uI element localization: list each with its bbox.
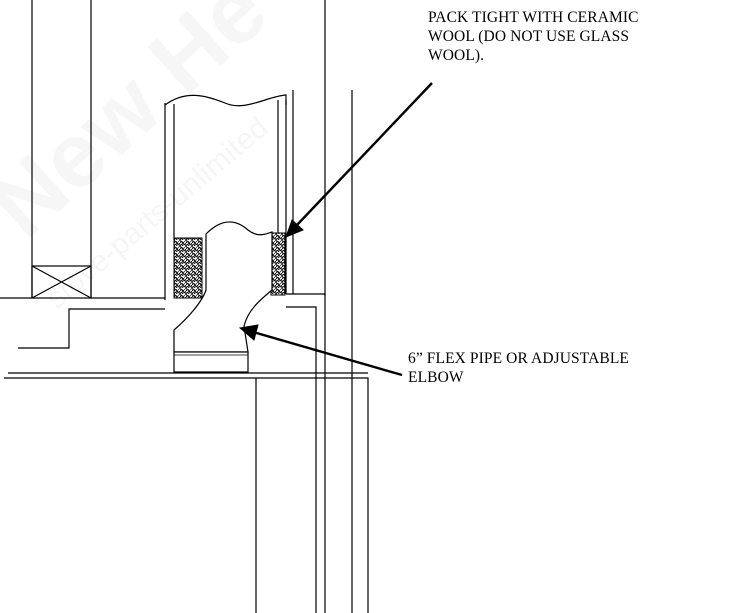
hearth-front <box>4 377 369 613</box>
pipe-top-wavy <box>164 94 287 107</box>
callout-flex-pipe-text: 6” FLEX PIPE OR ADJUSTABLE ELBOW <box>408 350 629 386</box>
arrow-flex-head <box>238 324 259 341</box>
flex-pipe-body <box>173 221 273 353</box>
arrow-packing-shaft <box>295 82 433 227</box>
stud-block <box>31 265 92 299</box>
step-line <box>18 308 165 349</box>
callout-packing-text: PACK TIGHT WITH CERAMIC WOOL (DO NOT USE… <box>428 9 639 64</box>
wool-packing-right <box>270 232 286 296</box>
wool-packing-left <box>173 237 203 299</box>
arrow-packing-head <box>285 219 304 238</box>
chase-offset <box>286 293 326 613</box>
thimble-step <box>286 306 317 613</box>
flex-pipe-collar <box>173 351 249 373</box>
stud-block-cross-2 <box>31 265 92 299</box>
arrow-flex-shaft <box>252 330 403 377</box>
